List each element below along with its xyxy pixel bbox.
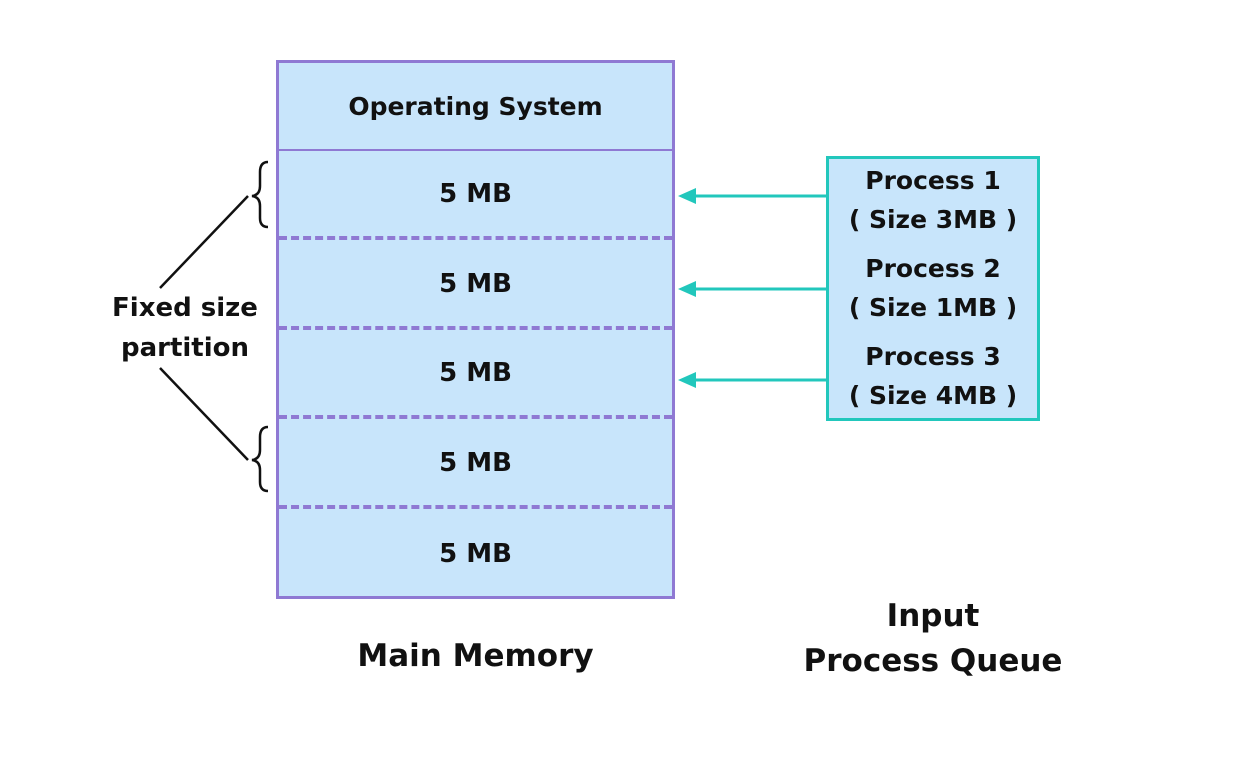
arrow-process-1	[678, 188, 826, 204]
partition-size-label: 5 MB	[439, 357, 512, 388]
input-process-queue: Process 1 ( Size 3MB ) Process 2 ( Size …	[826, 156, 1040, 421]
caption-line-2: Process Queue	[803, 643, 1063, 679]
process-name: Process 3	[865, 342, 1001, 371]
label-line-2: partition	[120, 333, 250, 363]
pointer-line-lower	[159, 367, 249, 461]
arrow-process-3	[678, 372, 826, 388]
pointer-line-upper	[159, 195, 249, 289]
operating-system-label: Operating System	[348, 91, 603, 121]
memory-partition-5: 5 MB	[279, 509, 672, 598]
main-memory-caption: Main Memory	[357, 638, 594, 674]
process-2: Process 2 ( Size 1MB )	[829, 249, 1037, 327]
caption-line-1: Input	[886, 598, 980, 634]
partition-size-label: 5 MB	[439, 538, 512, 569]
memory-partition-2: 5 MB	[279, 241, 672, 330]
brace-lower	[251, 425, 269, 493]
brace-upper	[251, 160, 269, 229]
partition-size-label: 5 MB	[439, 268, 512, 299]
partition-size-label: 5 MB	[439, 447, 512, 478]
arrow-process-2	[678, 281, 826, 297]
process-size: ( Size 1MB )	[848, 293, 1018, 322]
process-name: Process 1	[865, 166, 1001, 195]
process-size: ( Size 3MB )	[848, 205, 1018, 234]
memory-partition-1: 5 MB	[279, 151, 672, 240]
memory-partition-3: 5 MB	[279, 330, 672, 419]
process-1: Process 1 ( Size 3MB )	[829, 161, 1037, 239]
input-process-queue-caption: Input Process Queue	[780, 594, 1086, 684]
process-name: Process 2	[865, 254, 1001, 283]
label-line-1: Fixed size	[112, 293, 258, 323]
partition-size-label: 5 MB	[439, 178, 512, 209]
operating-system-block: Operating System	[279, 63, 672, 151]
process-3: Process 3 ( Size 4MB )	[829, 337, 1037, 415]
process-size: ( Size 4MB )	[848, 381, 1018, 410]
main-memory-block: Operating System 5 MB 5 MB 5 MB 5 MB 5 M…	[276, 60, 675, 599]
memory-partition-4: 5 MB	[279, 420, 672, 509]
fixed-size-partition-label: Fixed size partition	[90, 288, 280, 368]
